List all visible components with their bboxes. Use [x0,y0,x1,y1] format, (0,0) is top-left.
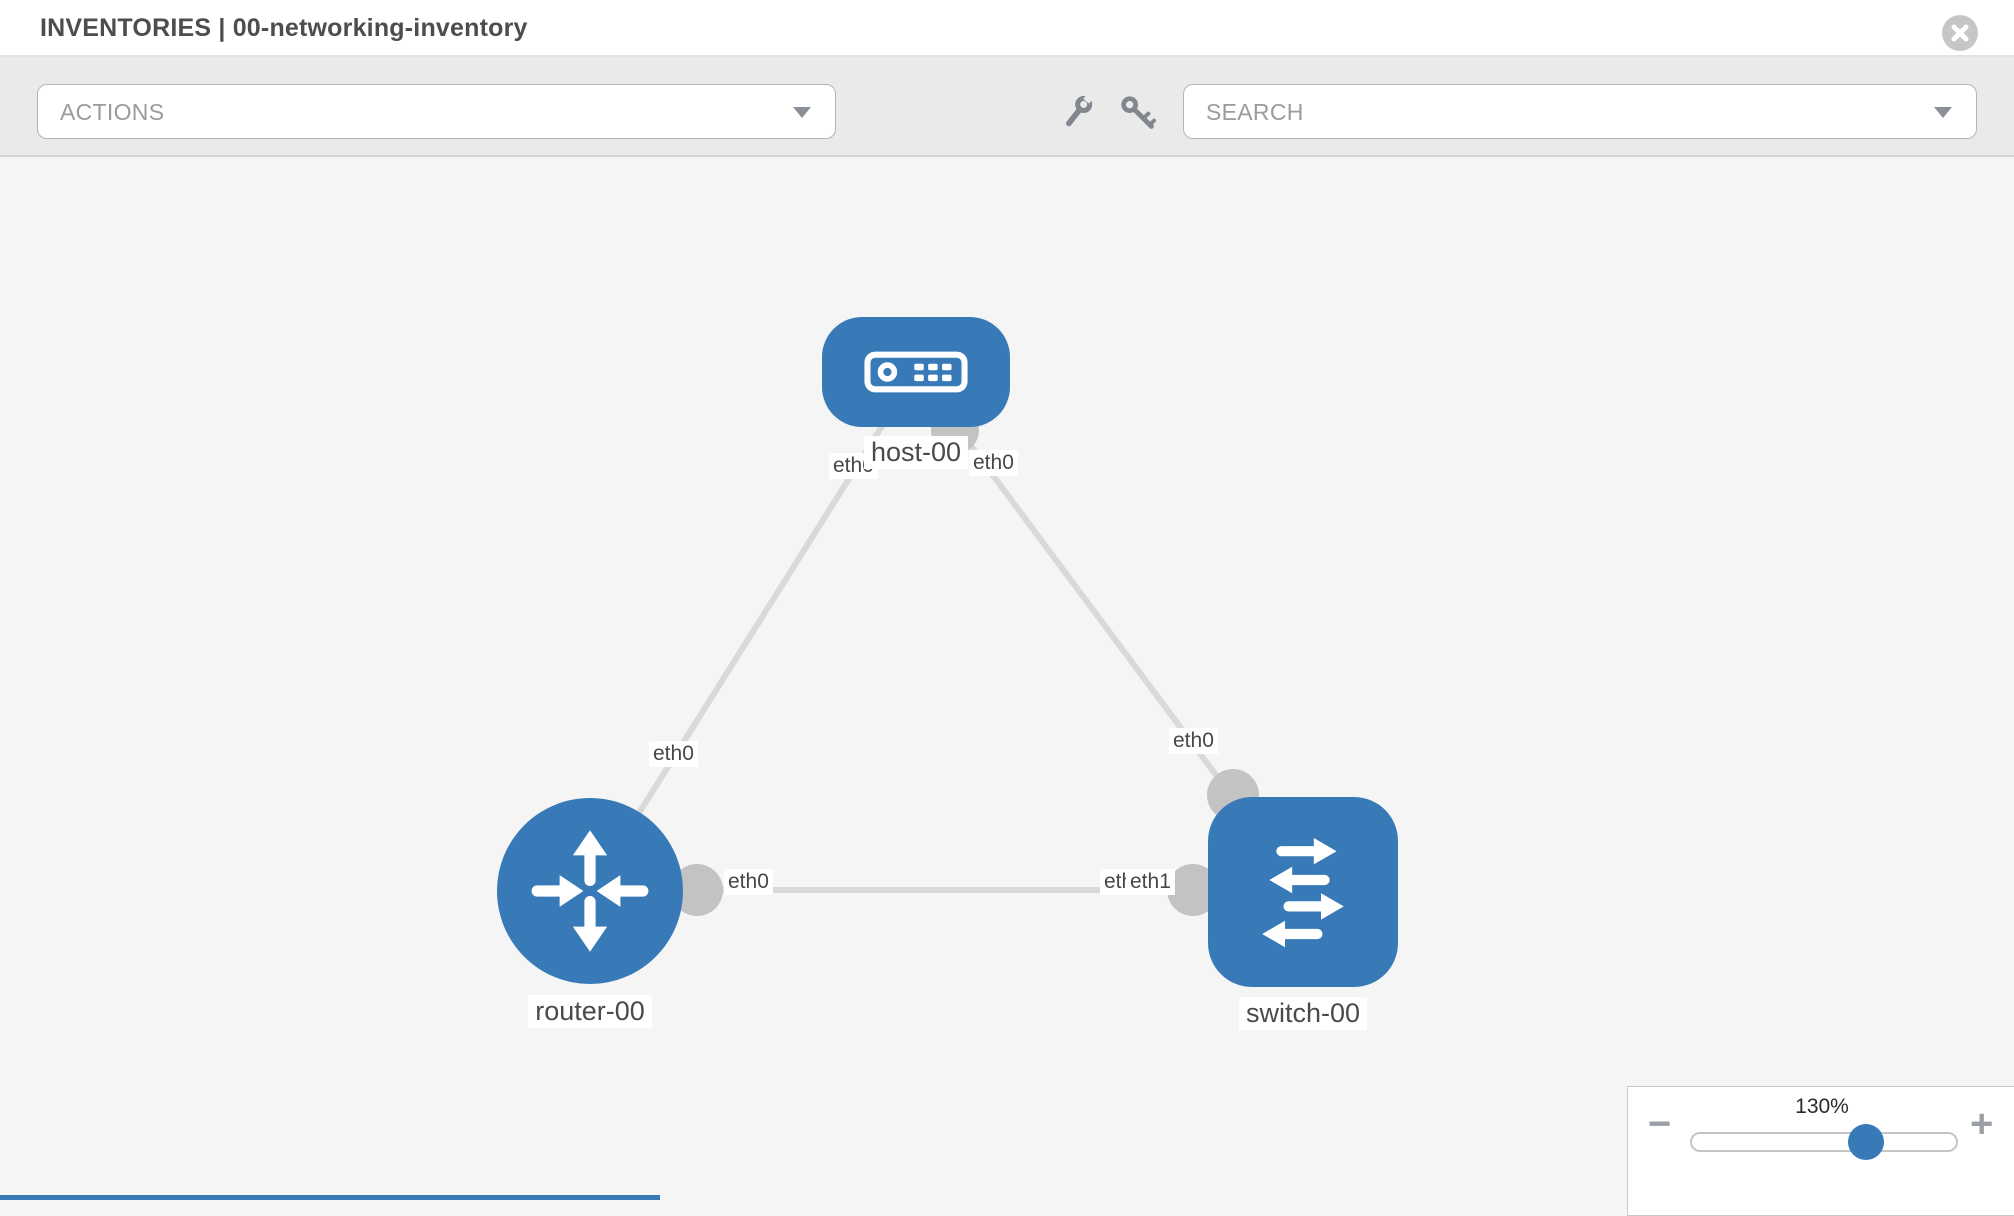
close-button[interactable] [1942,15,1978,51]
node-switch-00[interactable] [1208,797,1398,987]
node-label-host: host-00 [863,436,969,469]
configure-tool-button[interactable] [1057,93,1097,133]
router-icon [531,830,649,952]
iface-label-host-to-switch: eth0 [969,450,1018,476]
switch-icon [1262,838,1344,948]
node-label-switch: switch-00 [1238,997,1368,1030]
toolbar: ACTIONS SEARCH [0,57,2014,157]
iface-label-switch-to-host: eth0 [1169,728,1218,754]
chevron-down-icon [1934,107,1952,118]
wrench-icon [1066,93,1094,127]
actions-dropdown[interactable]: ACTIONS [37,84,836,139]
iface-label-router-to-switch: eth0 [724,869,773,895]
zoom-control-panel: 130% − + [1627,1086,2014,1216]
node-host-00[interactable] [822,317,1010,427]
zoom-in-button[interactable]: + [1970,1102,1994,1146]
search-dropdown-label: SEARCH [1206,99,1304,125]
search-dropdown[interactable]: SEARCH [1183,84,1977,139]
chevron-down-icon [793,107,811,118]
panel-header: INVENTORIES | 00-networking-inventory [0,0,2014,57]
iface-label-router-to-host: eth0 [649,741,698,767]
page-title: INVENTORIES | 00-networking-inventory [40,14,528,42]
zoom-out-button[interactable]: − [1648,1102,1672,1146]
zoom-level-value: 130% [1795,1095,1849,1118]
close-icon [1951,24,1969,42]
key-icon [1121,96,1157,129]
connector-switch-left [1167,864,1219,916]
node-router-00[interactable] [497,798,683,984]
bottom-accent-strip [0,1195,660,1200]
host-icon [864,351,968,393]
actions-dropdown-label: ACTIONS [60,99,165,125]
iface-label-switch-to-router: eth1 [1126,869,1175,895]
zoom-slider-handle[interactable] [1848,1124,1884,1160]
node-label-router: router-00 [528,995,652,1028]
zoom-slider-track[interactable] [1690,1124,1958,1160]
credentials-tool-button[interactable] [1118,93,1158,133]
connector-router-right [671,864,723,916]
